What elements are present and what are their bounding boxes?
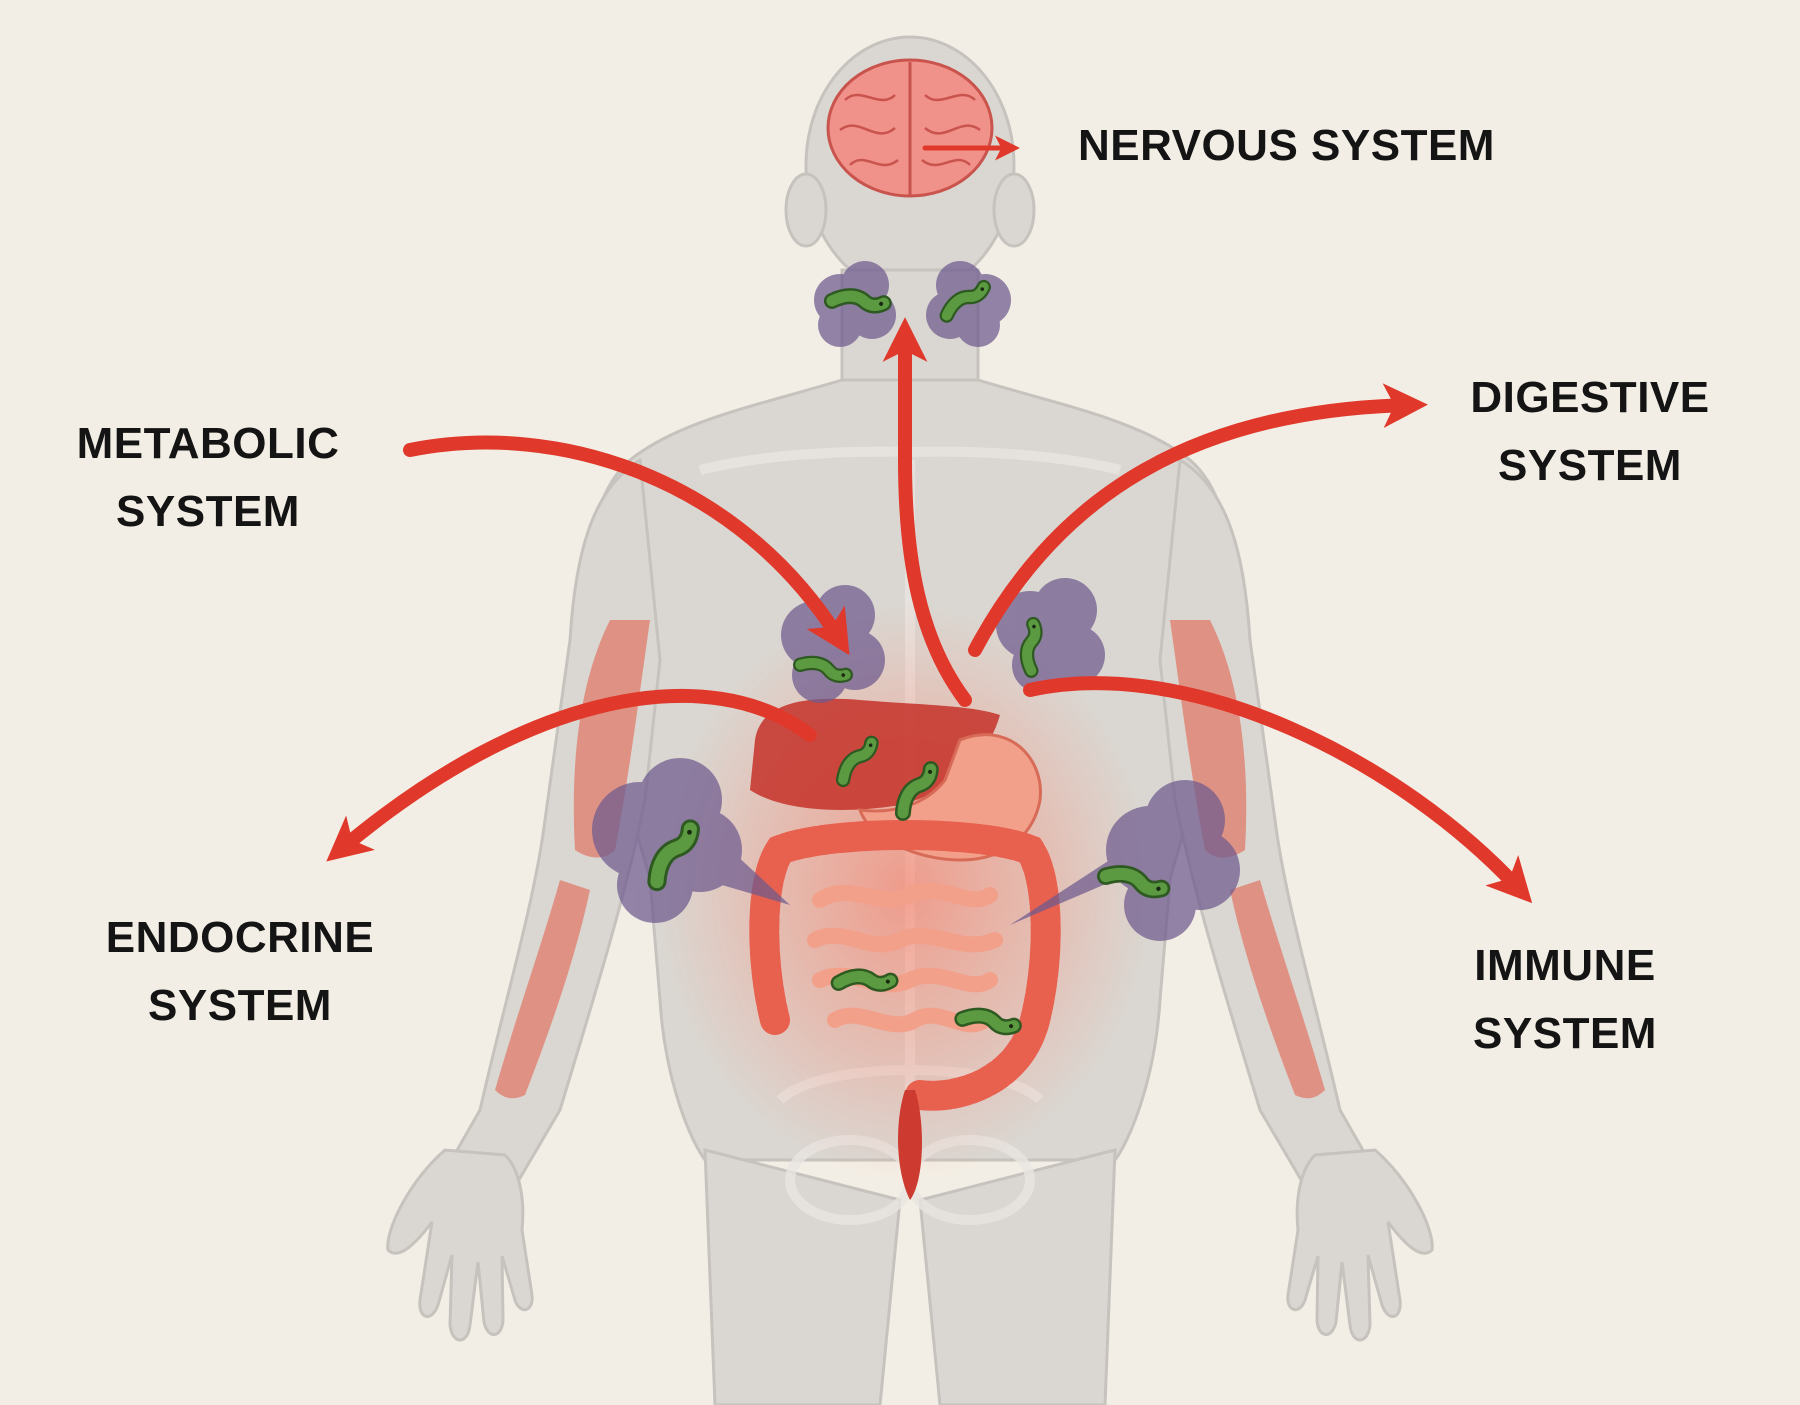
arrow-to-immune-system [1023, 676, 1533, 904]
immune-system-label-line2: SYSTEM [1473, 1009, 1657, 1058]
metabolic-system-label: METABOLIC SYSTEM [58, 410, 358, 546]
right-ear [992, 172, 1036, 248]
right-upper-arm-muscle [1170, 620, 1247, 858]
rectum [898, 1090, 922, 1200]
arrow-to-endocrine-system [326, 688, 817, 862]
arrow-to-nervous-system [882, 317, 972, 707]
arm-muscles [495, 620, 1325, 1099]
left-ear [784, 172, 828, 248]
nervous-system-label-line1: NERVOUS SYSTEM [1078, 121, 1495, 170]
endocrine-system-label-line2: SYSTEM [148, 981, 332, 1030]
left-forearm-muscle [495, 880, 590, 1099]
immune-system-label: IMMUNE SYSTEM [1415, 932, 1715, 1068]
nervous-system-label: NERVOUS SYSTEM [1078, 112, 1495, 180]
liver [750, 698, 1000, 810]
abdomen-cloud-right [1010, 780, 1240, 941]
endocrine-system-label-line1: ENDOCRINE [105, 913, 375, 962]
digestive-system-label-line1: DIGESTIVE [1470, 373, 1710, 422]
immune-system-label-line1: IMMUNE [1474, 941, 1656, 990]
right-hand [1286, 1148, 1434, 1342]
left-leg [703, 1148, 902, 1405]
metabolic-system-label-line1: METABOLIC [76, 419, 340, 468]
left-upper-arm-muscle [573, 620, 650, 858]
digestive-system-label: DIGESTIVE SYSTEM [1440, 364, 1740, 500]
arrow-from-metabolic-system [403, 435, 850, 656]
brain [826, 58, 994, 198]
left-hand [386, 1148, 534, 1342]
endocrine-system-label: ENDOCRINE SYSTEM [90, 904, 390, 1040]
connection-arrows [326, 135, 1533, 904]
digestive-system-label-line2: SYSTEM [1498, 441, 1682, 490]
right-leg [918, 1148, 1117, 1405]
right-forearm-muscle [1230, 880, 1325, 1099]
arrow-to-digestive-system [968, 383, 1428, 657]
metabolic-system-label-line2: SYSTEM [116, 487, 300, 536]
